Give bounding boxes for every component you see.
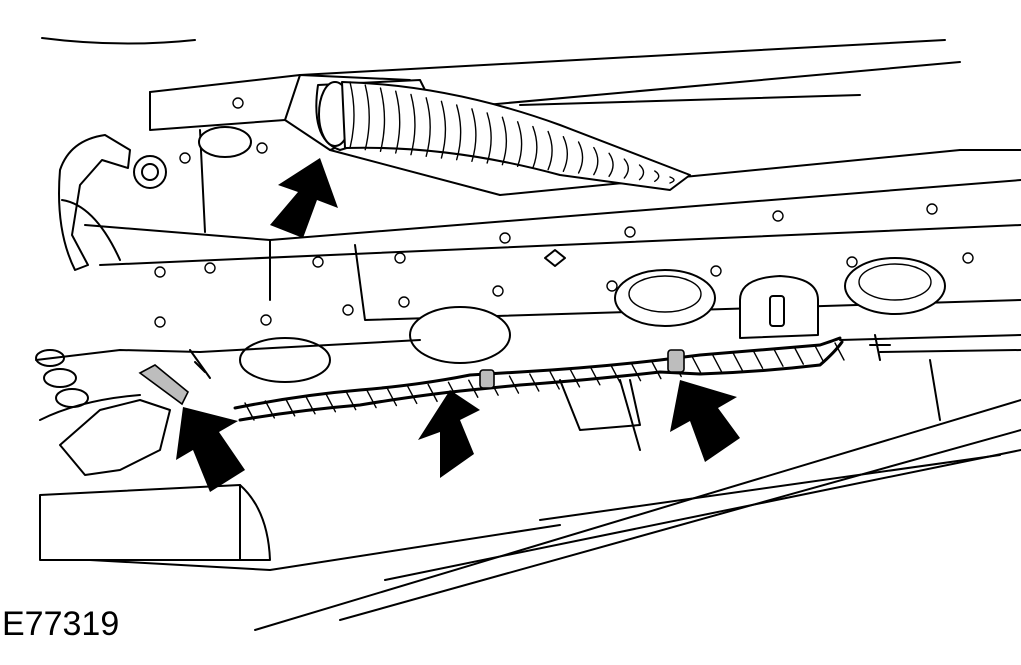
harness-wrap: [346, 391, 357, 411]
harness-wrap: [691, 356, 703, 376]
hose-rib: [455, 104, 462, 161]
hose-rib: [623, 158, 629, 179]
figure-reference-code: E77319: [2, 605, 120, 643]
hose-rib: [669, 176, 675, 184]
hose-rib: [410, 93, 416, 156]
clip-arrow-left: [176, 407, 245, 492]
hose-rib: [608, 152, 614, 178]
left-bracket: [58, 134, 167, 271]
harness-wrap: [468, 379, 479, 398]
harness-wrap: [427, 383, 438, 403]
hose-rib: [395, 90, 401, 154]
hose-rib: [532, 125, 538, 169]
hose-rib: [562, 135, 569, 173]
callout-arrows: [176, 158, 740, 492]
hose-rib: [379, 87, 386, 153]
hose-rib: [364, 84, 370, 151]
hose-rib: [516, 121, 523, 168]
hose-rib: [440, 100, 447, 159]
harness-wrap: [549, 371, 560, 390]
harness-wrap: [834, 342, 845, 361]
harness-wrap: [732, 352, 743, 372]
hose-rib: [425, 97, 431, 158]
harness-wrap: [569, 369, 581, 388]
harness-wrap: [712, 354, 723, 374]
harness-wrap: [773, 348, 784, 367]
harness-wrap: [508, 375, 520, 394]
harness-middle-clip: [479, 369, 495, 389]
harness-wrap: [651, 360, 662, 380]
harness-wrap: [325, 394, 337, 413]
corrugated-hose: [315, 79, 691, 191]
harness-wrap: [590, 367, 601, 386]
harness-wrap: [264, 400, 276, 419]
hose-rib: [577, 141, 584, 174]
hose-rib: [471, 108, 477, 163]
lower-panels: [39, 334, 1021, 631]
hose-rib: [638, 164, 645, 181]
harness-wrap: [610, 365, 621, 384]
harness-wrap: [407, 385, 418, 405]
harness-right-clip: [667, 349, 685, 373]
harness-wrap: [244, 402, 255, 421]
mounting-holes: [154, 97, 974, 328]
hose-rib: [501, 116, 508, 166]
harness-wrap: [630, 362, 642, 382]
harness-wrap: [305, 396, 316, 415]
access-holes: [198, 126, 946, 383]
harness-end-clip: [138, 364, 190, 406]
clip-arrow-middle: [418, 390, 480, 478]
upper-body-outline: [41, 37, 961, 111]
harness-clips: [138, 334, 891, 406]
hose-rib: [547, 130, 553, 171]
clip-arrow-right: [670, 380, 740, 462]
hose-rib: [486, 112, 492, 164]
harness-wrap: [793, 346, 805, 365]
harness-wrap: [386, 387, 398, 407]
harness-wrap: [529, 373, 540, 392]
hose-rib: [593, 146, 599, 176]
harness-wrap: [366, 389, 377, 409]
hose-rib: [349, 81, 355, 149]
harness-wrap: [752, 350, 764, 369]
lower-left-bolts: [35, 339, 421, 476]
harness-wrap: [284, 398, 296, 417]
hose-rib: [654, 170, 660, 183]
hose-arrow: [270, 158, 338, 238]
harness-wrap: [813, 344, 825, 363]
